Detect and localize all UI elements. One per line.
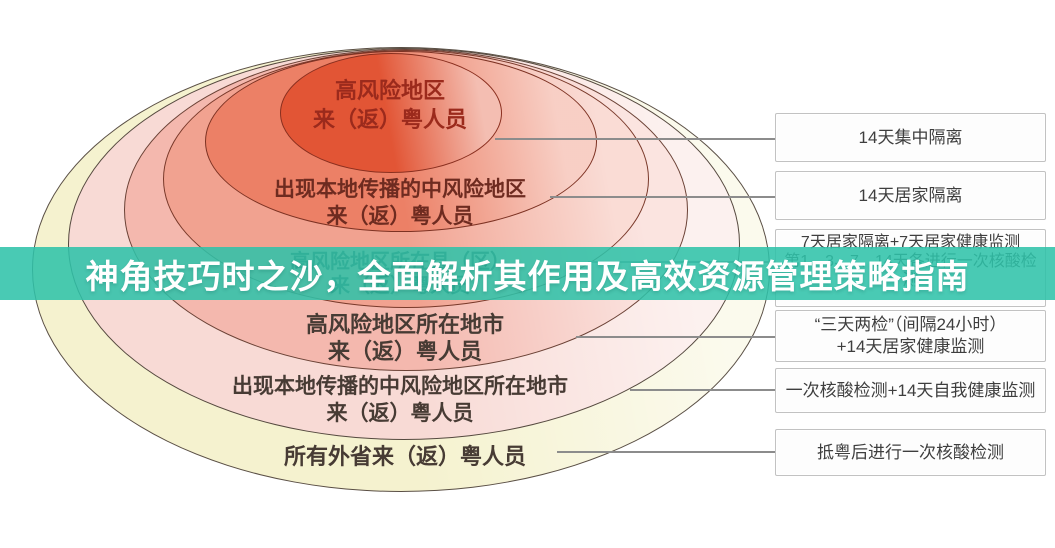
ring-label-line: 来（返）粤人员 xyxy=(326,205,474,228)
title-banner-background xyxy=(0,247,1055,300)
measure-text: 14天集中隔离 xyxy=(858,128,963,147)
measure-box-one-test-self-monitor: 一次核酸检测+14天自我健康监测 xyxy=(775,368,1046,413)
connector-line xyxy=(495,138,775,140)
measure-box-three-day-two-tests: “三天两检”（间隔24小时） +14天居家健康监测 xyxy=(775,310,1046,362)
ring-label-line: 来（返）粤人员 xyxy=(326,402,474,425)
measure-text: 抵粤后进行一次核酸检测 xyxy=(817,443,1004,462)
measure-text: 7天居家隔离+7天居家健康监测 xyxy=(800,233,1021,251)
ring-label-line: 所有外省来（返）粤人员 xyxy=(283,444,526,469)
measure-text: 14天居家隔离 xyxy=(858,186,963,205)
ring-label-line: 高风险地区 xyxy=(334,78,445,103)
ring-label-line: 出现本地传播的中风险地区 xyxy=(274,178,526,201)
connector-line xyxy=(630,389,775,391)
measure-box-central-quarantine: 14天集中隔离 xyxy=(775,113,1046,162)
ring-label-mid-risk-city: 出现本地传播的中风险地区所在地市 来（返）粤人员 xyxy=(155,373,645,427)
ring-label-high-risk-area: 高风险地区 来（返）粤人员 xyxy=(280,76,500,134)
ring-label-line: 来（返）粤人员 xyxy=(312,107,467,132)
ring-high-risk-area xyxy=(280,53,502,173)
ring-label-high-risk-city: 高风险地区所在地市 来（返）粤人员 xyxy=(230,311,580,365)
ring-label-mid-risk-local-spread: 出现本地传播的中风险地区 来（返）粤人员 xyxy=(200,176,600,230)
measure-box-test-on-arrival: 抵粤后进行一次核酸检测 xyxy=(775,429,1046,476)
ring-label-line: 高风险地区所在地市 xyxy=(305,312,504,337)
measure-box-home-quarantine: 14天居家隔离 xyxy=(775,171,1046,220)
measure-text: “三天两检”（间隔24小时） xyxy=(814,315,1007,334)
banner-title: 神角技巧时之沙，全面解析其作用及高效资源管理策略指南 xyxy=(85,257,970,295)
measure-text: +14天居家健康监测 xyxy=(836,337,985,356)
connector-line xyxy=(576,336,775,338)
title-banner: 神角技巧时之沙，全面解析其作用及高效资源管理策略指南 xyxy=(0,247,1055,300)
connector-line xyxy=(550,196,775,198)
ring-label-all-other-provinces: 所有外省来（返）粤人员 xyxy=(240,445,570,469)
measure-text: 一次核酸检测+14天自我健康监测 xyxy=(785,381,1036,400)
ring-label-line: 出现本地传播的中风险地区所在地市 xyxy=(232,375,568,398)
connector-line xyxy=(557,451,775,453)
ring-label-line: 来（返）粤人员 xyxy=(327,339,482,364)
